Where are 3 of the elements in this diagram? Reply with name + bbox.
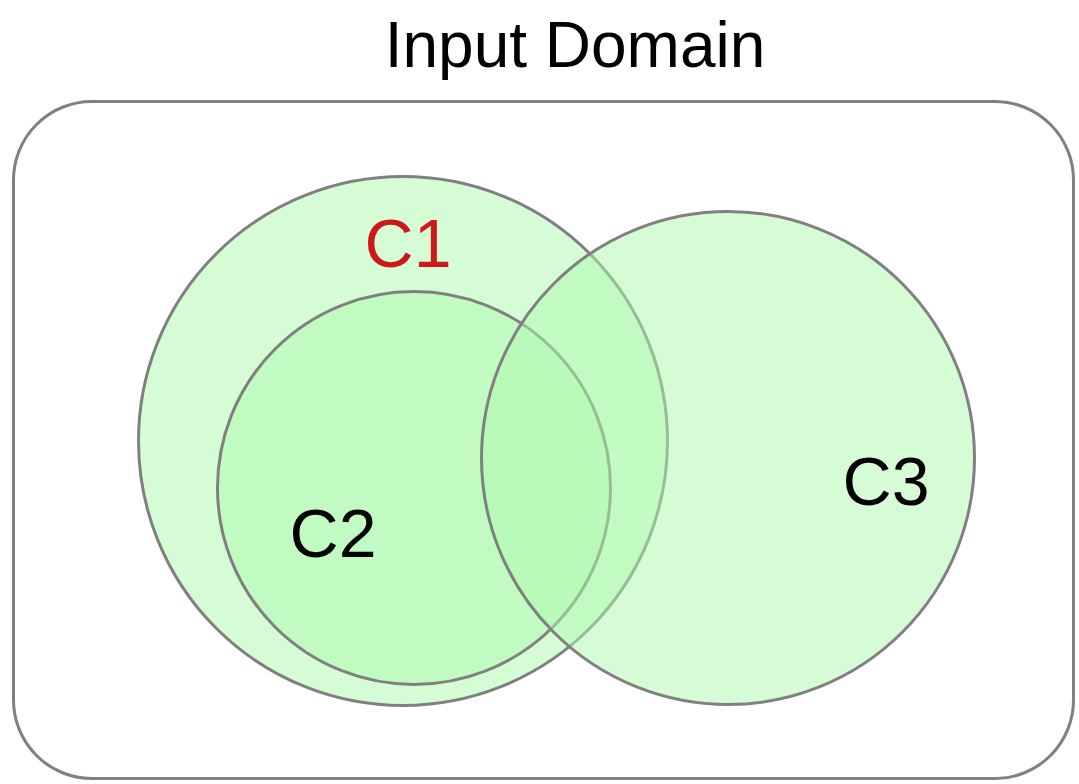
set-label: C2 xyxy=(289,499,377,567)
set-label: C3 xyxy=(842,447,930,515)
set-label: C1 xyxy=(364,209,452,277)
